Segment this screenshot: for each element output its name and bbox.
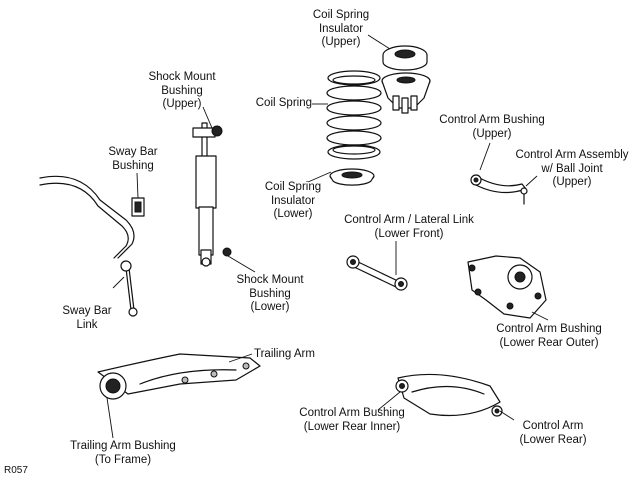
trailing-arm-part — [97, 353, 261, 400]
figure-code: R057 — [4, 465, 28, 476]
leader-lines — [106, 34, 549, 439]
label-coil-spring-insulator-lower: Coil Spring Insulator (Lower) — [264, 181, 322, 220]
upper-control-arm-part — [470, 174, 528, 205]
lower-insulator-part — [329, 168, 375, 186]
label-coil-spring: Coil Spring — [255, 97, 312, 109]
label-shock-mount-bushing-lower: Shock Mount Bushing (Lower) — [236, 274, 304, 313]
lateral-link-part — [346, 255, 408, 291]
label-control-arm-bushing-lower-rear-inner: Control Arm Bushing (Lower Rear Inner) — [299, 407, 405, 433]
upper-insulator-part — [382, 45, 428, 71]
label-control-arm-bushing-upper: Control Arm Bushing (Upper) — [439, 114, 545, 140]
label-control-arm-assembly-upper: Control Arm Assembly w/ Ball Joint (Uppe… — [515, 149, 629, 188]
label-trailing-arm: Trailing Arm — [254, 348, 315, 360]
coil-spring-part — [326, 70, 382, 160]
label-control-arm-bushing-lower-rear-outer: Control Arm Bushing (Lower Rear Outer) — [496, 323, 602, 349]
knuckle-part — [467, 255, 547, 319]
label-control-arm-lower-rear: Control Arm (Lower Rear) — [519, 420, 587, 446]
shock-absorber-part — [192, 122, 232, 267]
label-shock-mount-bushing-upper: Shock Mount Bushing (Upper) — [148, 71, 216, 110]
lower-rear-arm-part — [395, 373, 503, 417]
label-sway-bar-link: Sway Bar Link — [62, 305, 112, 331]
sway-bar-part — [39, 175, 145, 317]
spring-seat-part — [381, 72, 431, 114]
label-trailing-arm-bushing: Trailing Arm Bushing (To Frame) — [70, 440, 176, 466]
label-control-arm-lateral-link: Control Arm / Lateral Link (Lower Front) — [344, 214, 474, 240]
label-sway-bar-bushing: Sway Bar Bushing — [108, 146, 158, 172]
label-coil-spring-insulator-upper: Coil Spring Insulator (Upper) — [312, 9, 370, 48]
